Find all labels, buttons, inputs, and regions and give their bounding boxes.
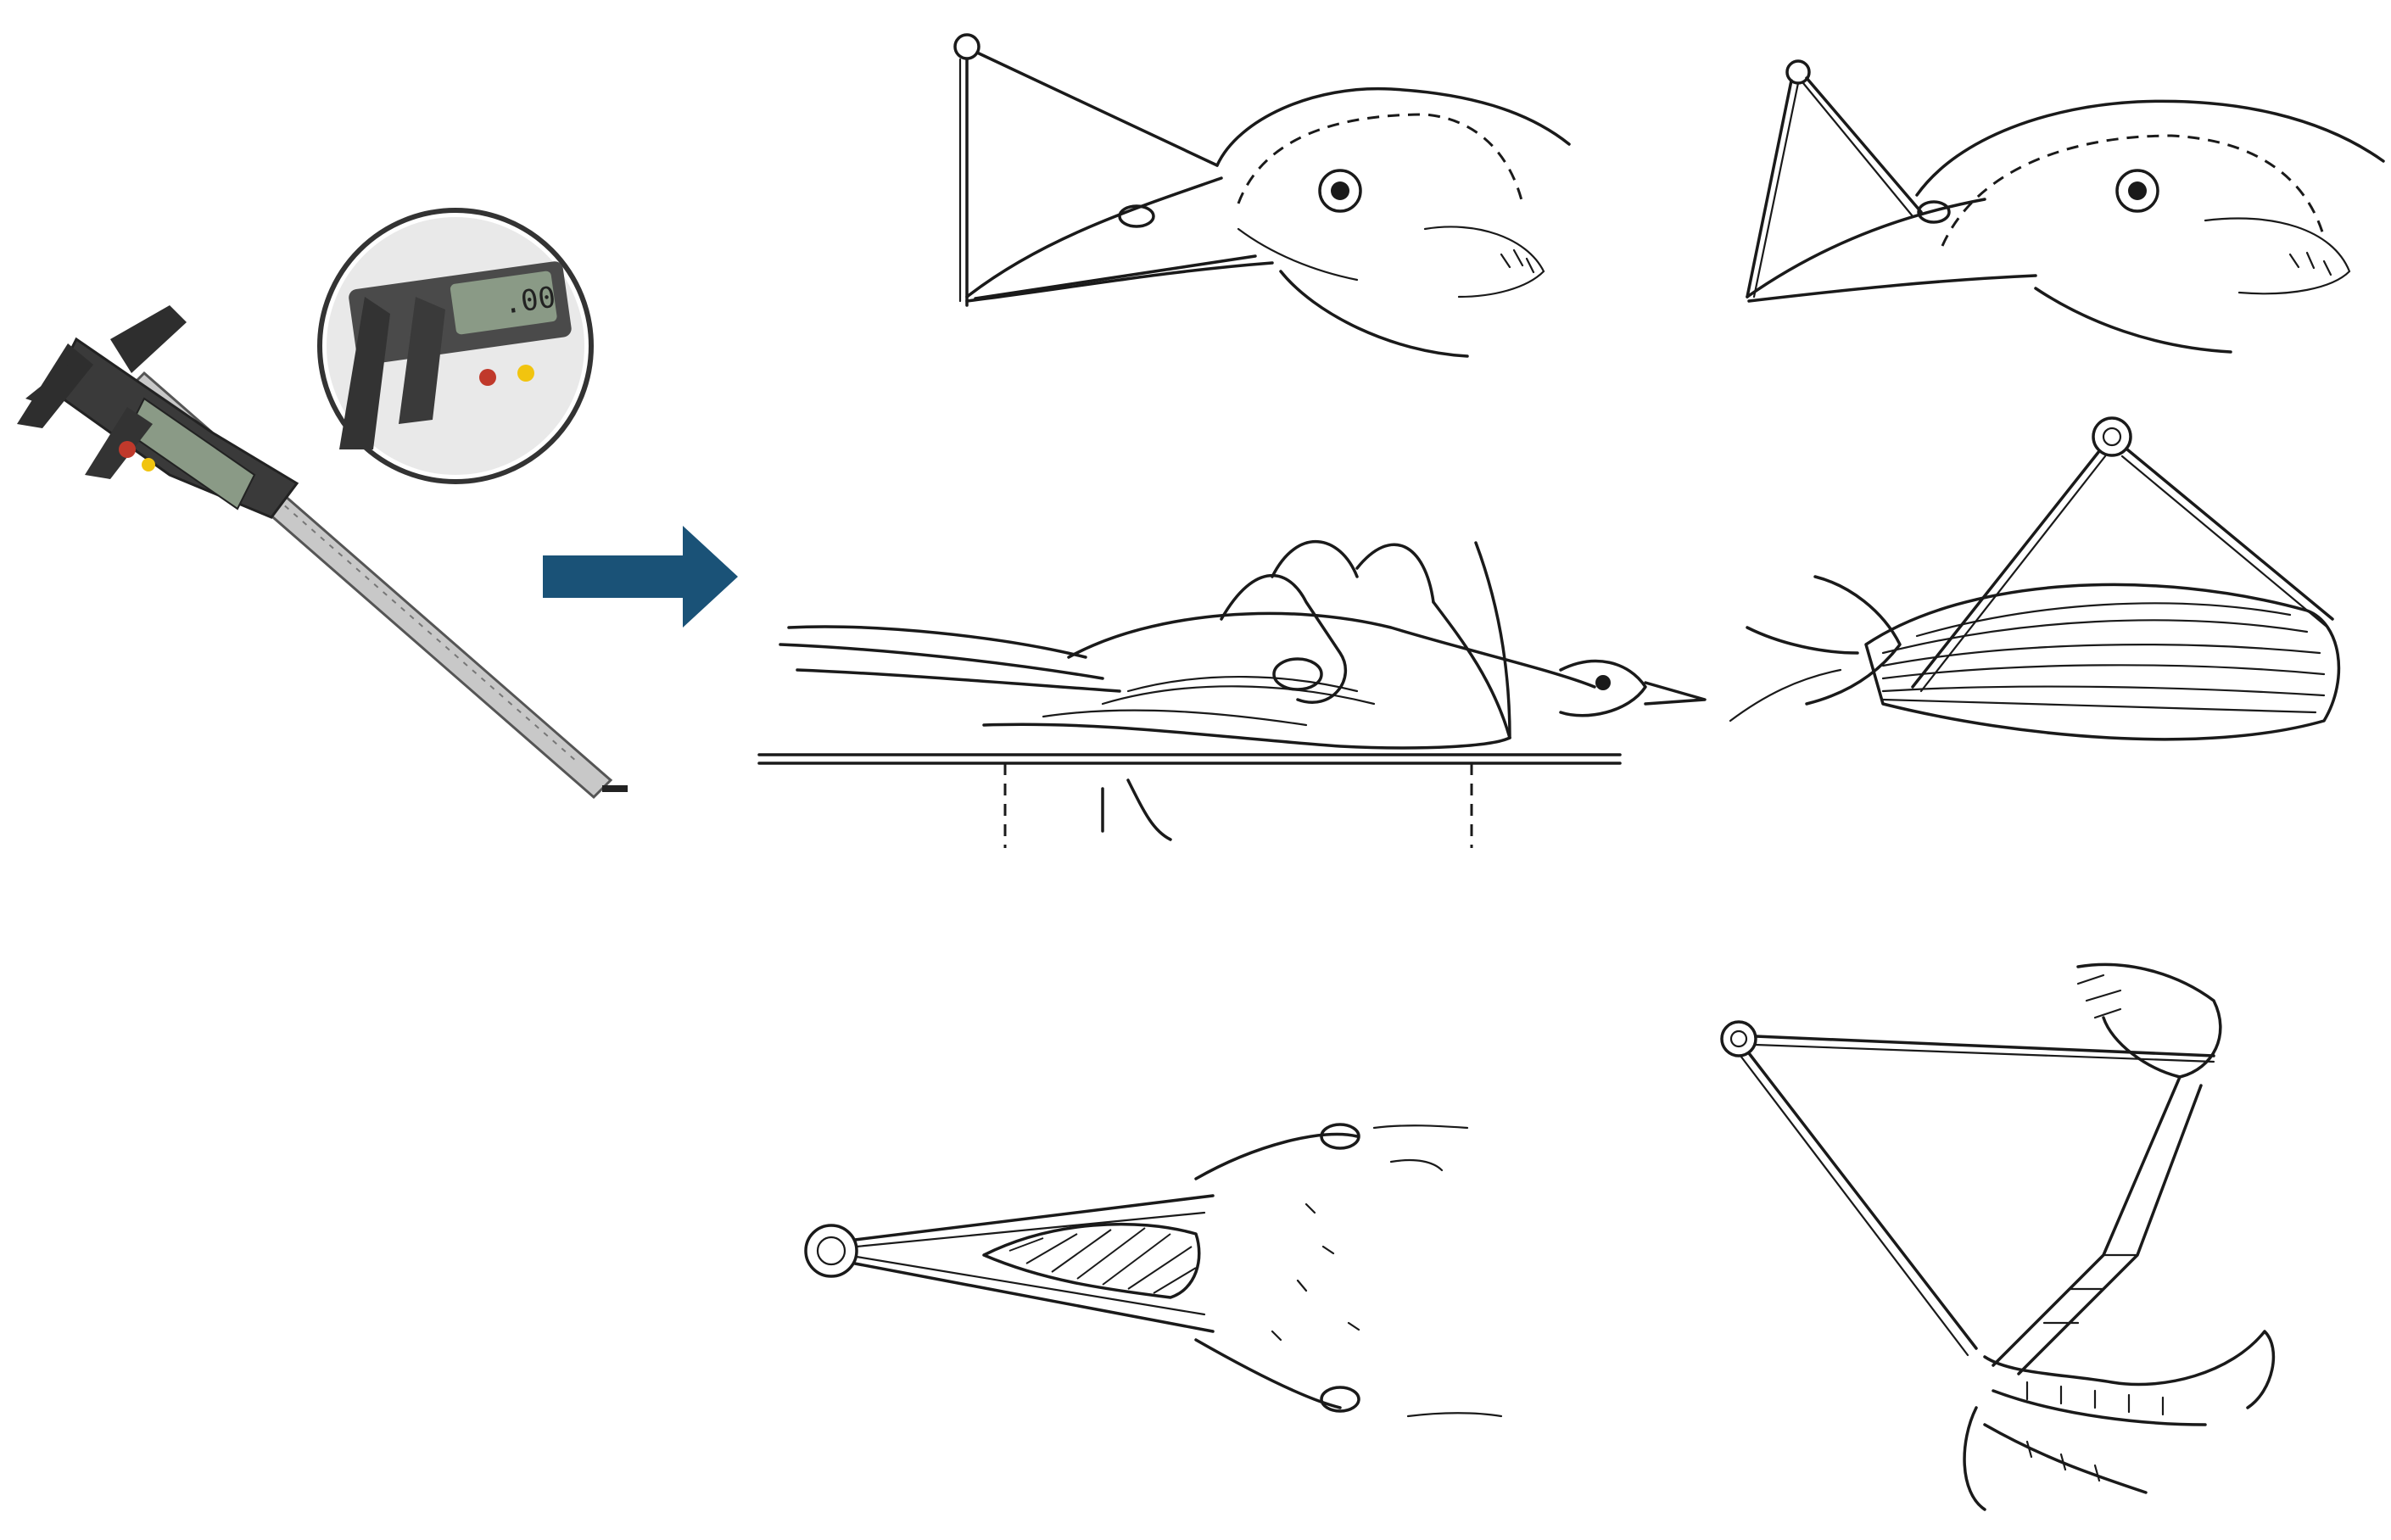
bill-length-from-nostril [916,17,1595,382]
tarsus-caliper [1705,950,2349,1526]
bill-length-from-skull [1730,42,2391,373]
wing-width-caliper [1713,399,2375,806]
svg-text:.00: .00 [501,281,557,321]
bill-width-from-above [797,1077,1595,1467]
caliper-inset-closeup: .00 [320,210,591,482]
right-arrow-icon [543,526,738,628]
wing-on-ruler [746,509,1722,865]
caliper-photo: .00 [17,195,628,806]
